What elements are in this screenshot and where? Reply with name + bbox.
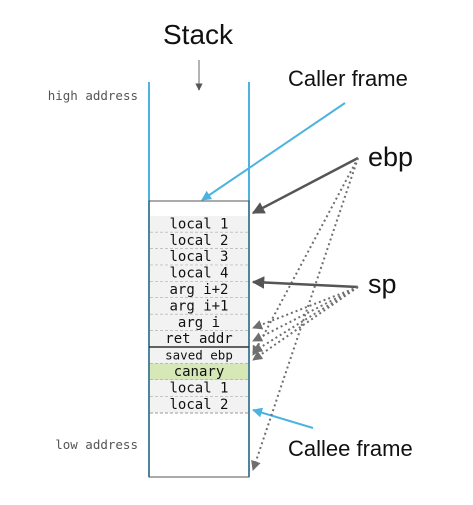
- sp-label: sp: [368, 269, 397, 299]
- caller-frame-pointer: [201, 102, 346, 201]
- stack-cell-9: [150, 363, 248, 380]
- high-address-label: high address: [48, 88, 138, 103]
- stack-cell-label: local 2: [169, 233, 228, 249]
- stack-cell-4: [150, 281, 248, 298]
- stack-cell-7: [150, 330, 248, 348]
- stack-cell-label: saved ebp: [165, 348, 233, 363]
- callee-frame-label: Callee frame: [288, 436, 413, 461]
- stack-cell-label: local 1: [169, 216, 228, 232]
- stack-cell-5: [150, 298, 248, 315]
- ebp-arrow-current: [251, 156, 359, 215]
- stack-cell-3: [150, 265, 248, 282]
- stack-cell-label: local 2: [169, 397, 228, 413]
- stack-cell-label: arg i+2: [169, 282, 228, 298]
- low-address-label: low address: [55, 437, 138, 452]
- stack-cell-0: [150, 216, 248, 233]
- ebp-label: ebp: [368, 142, 413, 172]
- stack-cell-label: local 3: [169, 249, 228, 265]
- sp-arrow-ret-addr: [252, 286, 359, 342]
- callee-frame-pointer: [252, 407, 314, 429]
- sp-arrow-canary: [252, 286, 359, 361]
- stack-cell-label: local 4: [169, 266, 228, 282]
- sp-arrow-arg-i: [252, 286, 359, 330]
- stack-cell-label: canary: [174, 364, 225, 380]
- stack-cell-8: [150, 347, 248, 364]
- ebp-arrow-saved: [252, 157, 359, 356]
- stack-cell-label: arg i+1: [169, 298, 228, 314]
- stack-cell-label: arg i: [178, 315, 220, 331]
- stack-frame-outline: [148, 200, 250, 478]
- sp-arrow-current: [251, 276, 359, 289]
- stack-cell-label: ret addr: [165, 331, 232, 347]
- caller-frame-label: Caller frame: [288, 66, 408, 91]
- stack-cell-label: local 1: [169, 381, 228, 397]
- stack-cell-1: [150, 232, 248, 249]
- sp-arrow-saved-ebp: [252, 286, 359, 353]
- stack-cell-6: [150, 314, 248, 331]
- stack-cell-2: [150, 248, 248, 266]
- stack-cell-11: [150, 396, 248, 413]
- stack-cell-10: [150, 380, 248, 397]
- diagram-title: Stack: [163, 19, 234, 50]
